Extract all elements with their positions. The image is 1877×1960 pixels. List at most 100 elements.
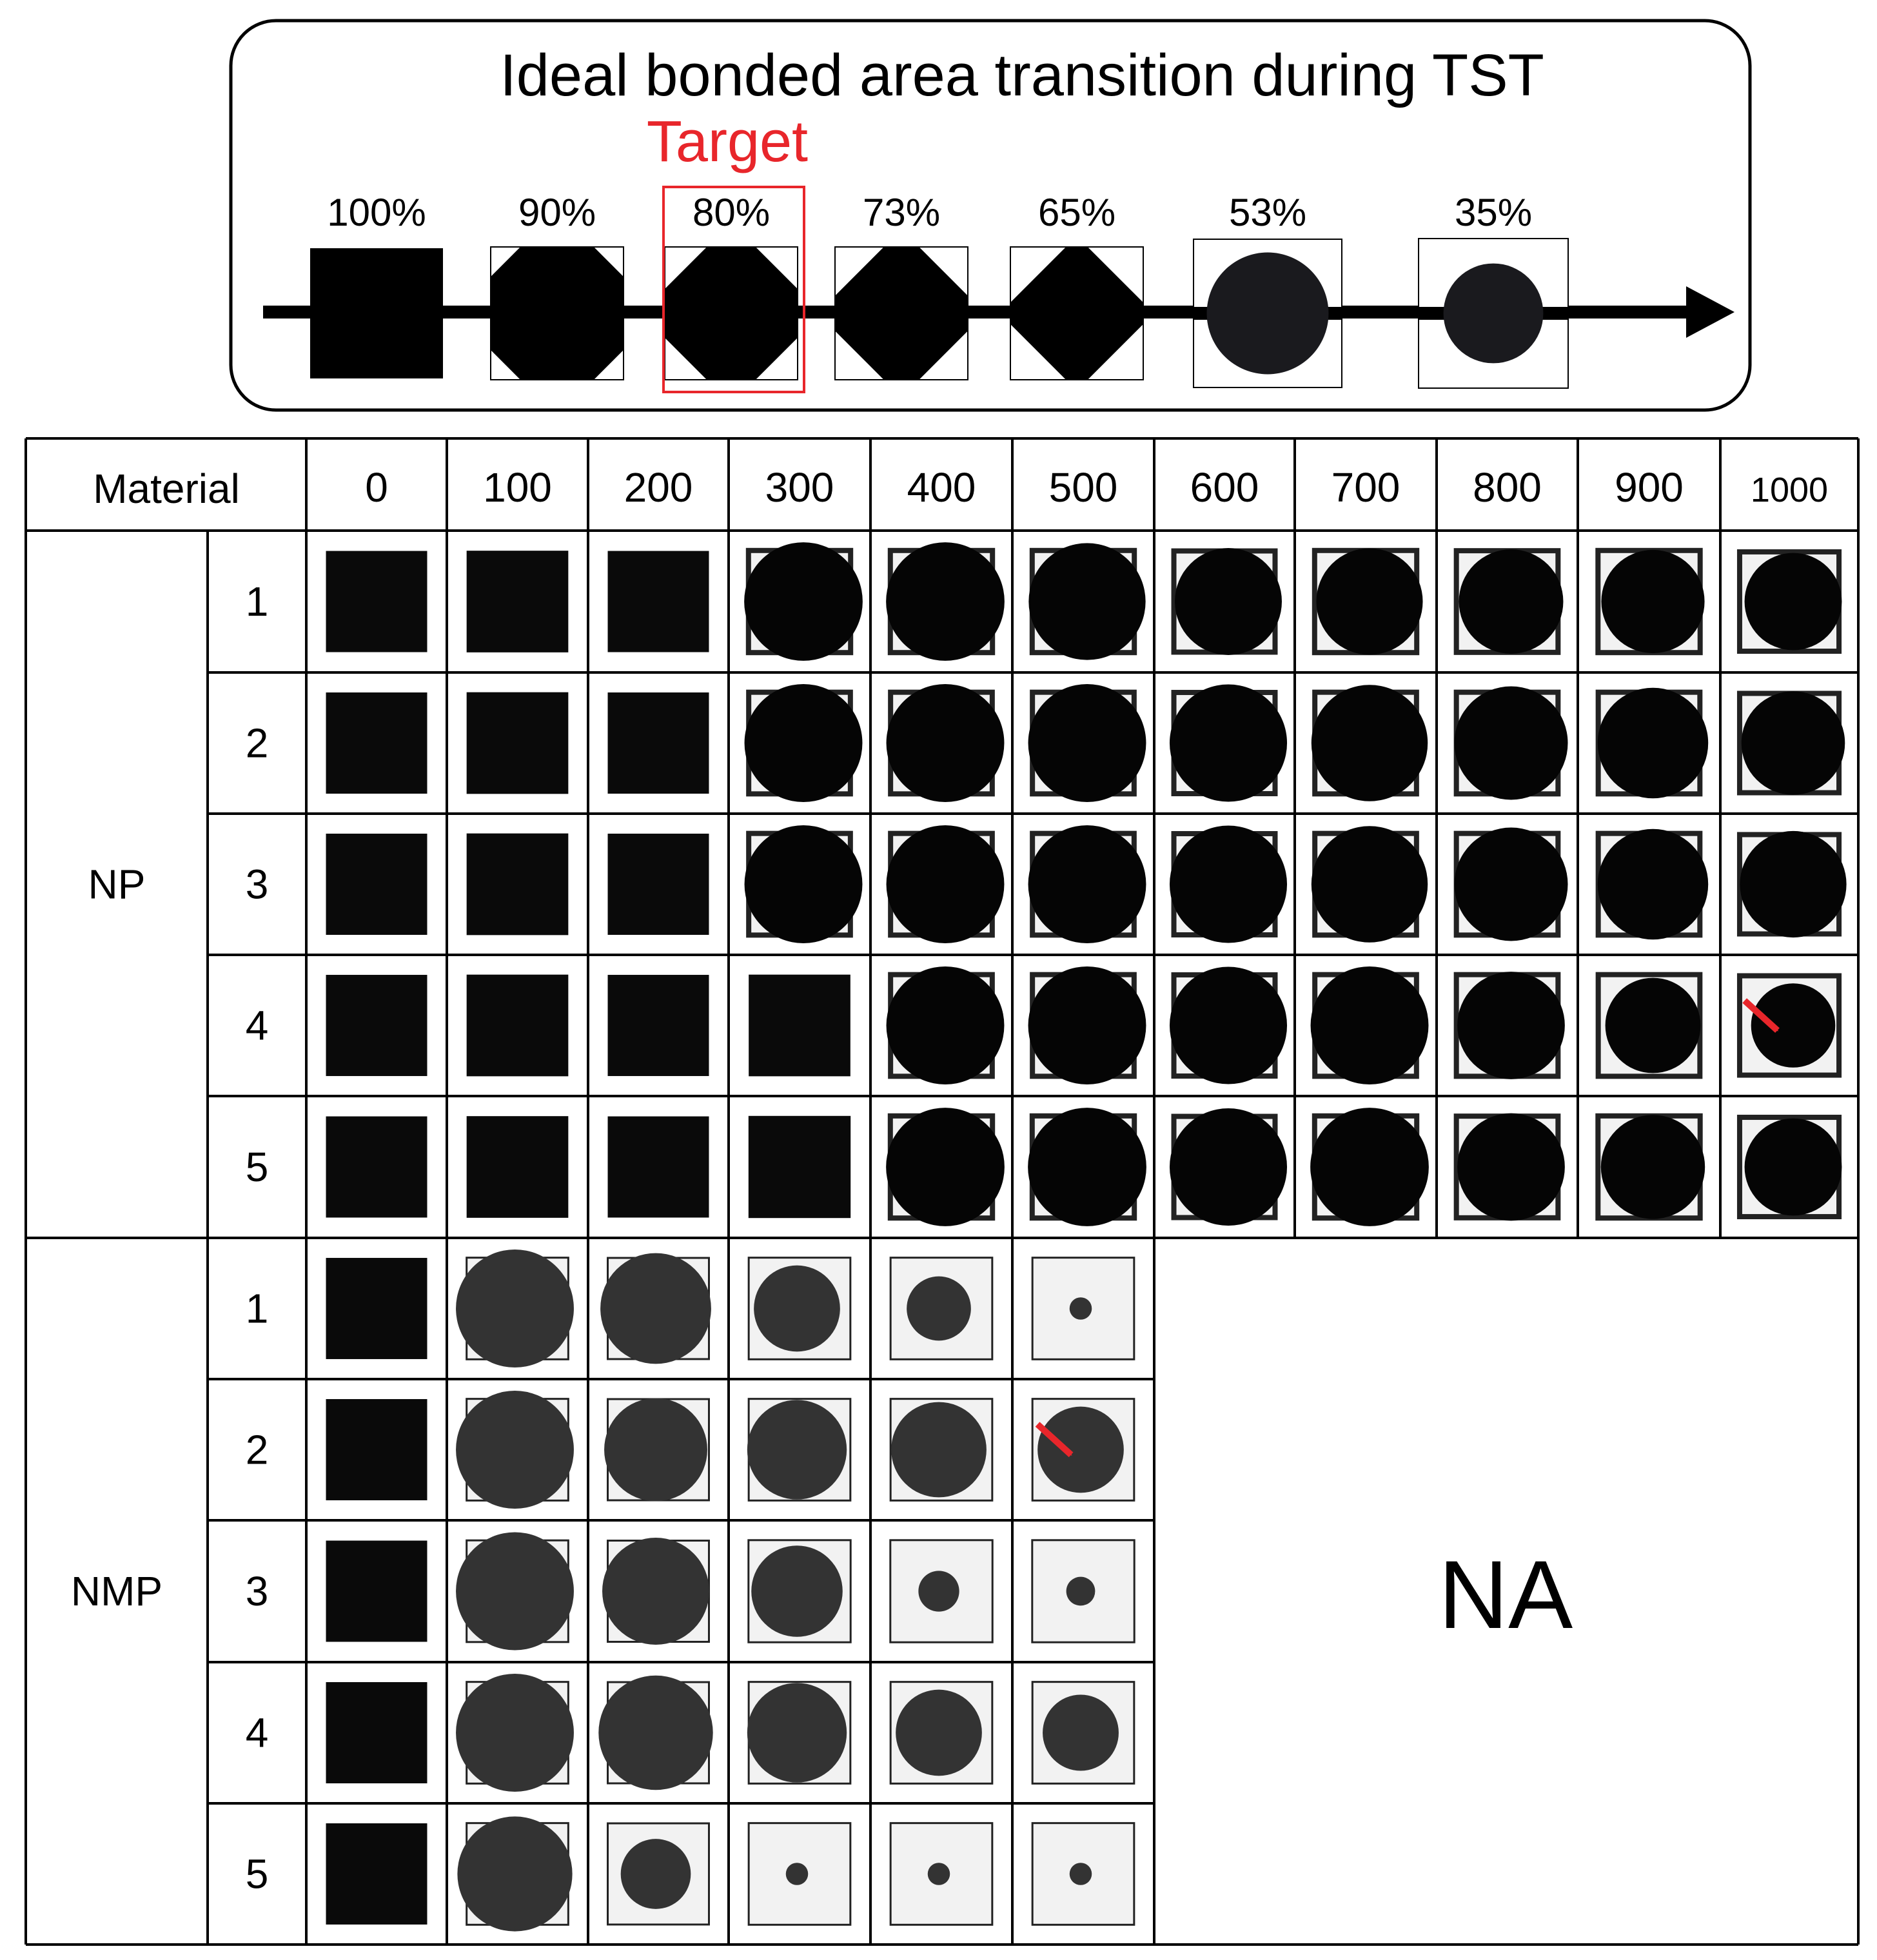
bonded-region: [927, 1863, 950, 1885]
sample-square: [748, 1115, 851, 1219]
cell-image: [1453, 972, 1565, 1079]
cell-image: [326, 1682, 427, 1783]
bonded-region: [1601, 549, 1705, 654]
stage-label: 73%: [863, 191, 940, 234]
sample-square: [607, 975, 709, 1076]
cell-image: [604, 1398, 710, 1502]
cell-image: [1169, 684, 1288, 802]
sample-edge: [1736, 973, 1842, 1078]
sample-square: [326, 1823, 427, 1925]
cell-image: [1595, 828, 1709, 940]
stage-label: 35%: [1455, 191, 1532, 234]
bonded-region: [456, 1250, 574, 1367]
stage-2: 80%: [662, 186, 805, 393]
bonded-region: [1037, 1406, 1124, 1493]
sample-edge: [1031, 1681, 1135, 1785]
cell-image: [1028, 684, 1146, 802]
bonded-region: [1459, 549, 1564, 654]
group-label: NP: [88, 861, 146, 908]
sample-edge: [747, 1539, 852, 1643]
bonded-region: [1069, 1863, 1092, 1885]
sample-square: [607, 1116, 709, 1218]
cell-image: [466, 551, 569, 652]
bonded-region: [754, 1265, 840, 1352]
target-label: Target: [647, 110, 808, 174]
cell-image: [886, 684, 1005, 802]
bonded-region: [747, 1683, 847, 1783]
cell-image: [600, 1253, 711, 1364]
sample-edge: [747, 1822, 852, 1926]
cell-image: [1031, 1681, 1135, 1785]
bonded-region: [1605, 977, 1701, 1073]
stage-label: 80%: [693, 191, 770, 234]
cell-image: [607, 834, 709, 935]
bonded-region: [1043, 1694, 1119, 1771]
cell-image: [1453, 548, 1564, 655]
cell-image: [889, 1681, 994, 1785]
cell-image: [1311, 685, 1428, 801]
sample-edge: [1031, 1822, 1135, 1926]
cell-image: [326, 1540, 427, 1642]
cell-image: [1736, 549, 1842, 654]
stage-sequence: 100% 90% 80% 73% 65% 53% 35%: [310, 186, 1569, 393]
bonded-region: [1028, 1108, 1146, 1226]
stage-label: 53%: [1229, 191, 1306, 234]
cell-image: [456, 1250, 574, 1367]
bonded-region: [744, 684, 863, 802]
cell-image: [1028, 1108, 1146, 1226]
cell-image: [1311, 826, 1428, 943]
cell-image: [1031, 1398, 1135, 1502]
stage-6: 35%: [1418, 191, 1569, 389]
stage-1: 90%: [490, 191, 624, 380]
cell-image: [1736, 1114, 1842, 1220]
bonded-region: [602, 1538, 709, 1645]
cell-image: [1595, 547, 1705, 656]
bonded-region: [1175, 548, 1282, 655]
cell-image: [1169, 1108, 1288, 1226]
bonded-region: [1028, 684, 1146, 802]
cell-image: [456, 1674, 574, 1792]
sample-label: 2: [246, 720, 269, 767]
cell-image: [1736, 973, 1842, 1078]
cycle-header: 100: [483, 464, 552, 511]
sample-label: 4: [246, 1003, 269, 1049]
bonded-region: [1316, 548, 1423, 655]
cycle-header: 1000: [1751, 471, 1828, 509]
cycle-header: 500: [1049, 464, 1118, 511]
bonded-region: [1744, 553, 1842, 651]
cell-image: [1169, 966, 1288, 1084]
bonded-region: [886, 542, 1005, 661]
cell-image: [326, 1116, 427, 1218]
bonded-region: [1457, 1113, 1565, 1221]
bonded-region: [1597, 828, 1709, 940]
cell-image: [456, 1532, 574, 1651]
cell-image: [326, 975, 427, 1076]
panel-title: Ideal bonded area transition during TST: [500, 43, 1544, 108]
stage-shape-square: [310, 248, 443, 378]
sample-edge: [889, 1398, 994, 1502]
bonded-region: [456, 1391, 574, 1509]
cell-image: [326, 1399, 427, 1500]
cell-images: [326, 542, 1847, 1932]
stage-0: 100%: [310, 191, 443, 378]
stage-label: 65%: [1038, 191, 1115, 234]
cycle-header: 400: [907, 464, 976, 511]
cell-image: [607, 1116, 709, 1218]
table-grid: [25, 437, 1860, 1946]
sample-square: [466, 974, 569, 1077]
na-label: NA: [1439, 1540, 1573, 1649]
bonded-region: [918, 1571, 959, 1612]
sample-square: [326, 975, 427, 1076]
cell-image: [466, 974, 569, 1077]
sample-square: [607, 834, 709, 935]
sample-edge: [1031, 1257, 1135, 1360]
cell-image: [326, 834, 427, 935]
bonded-region: [1169, 684, 1288, 802]
cell-image: [1028, 543, 1146, 660]
sample-square: [607, 692, 709, 794]
sample-edge: [889, 1822, 994, 1926]
sample-edge: [1031, 1539, 1135, 1643]
bonded-region: [1457, 972, 1565, 1079]
